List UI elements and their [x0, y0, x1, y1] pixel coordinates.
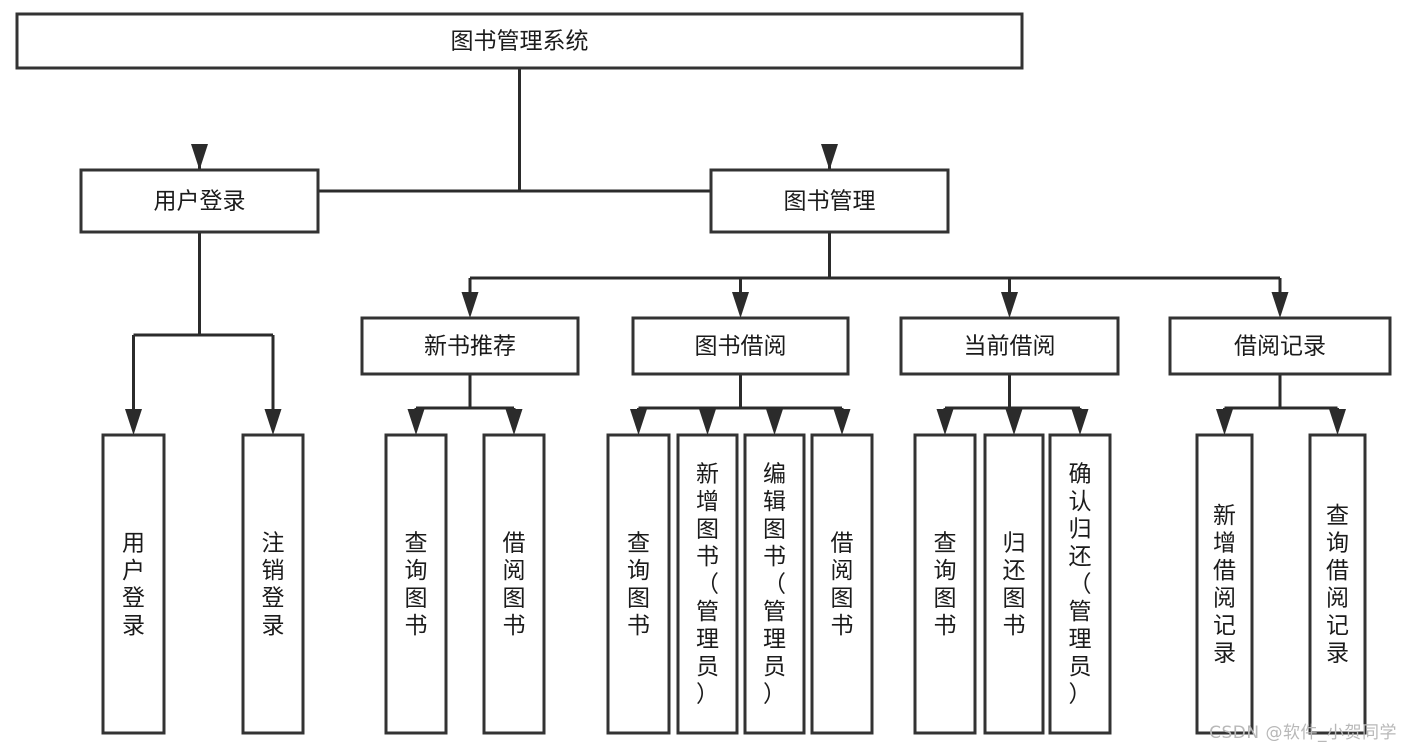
node-box[interactable] [631, 316, 850, 376]
node-label: 图书管理 [784, 189, 876, 215]
node-label: 借阅图书 [831, 530, 854, 639]
node-leaf-current-confirm-return[interactable]: 确认归还（管理员） [1048, 433, 1112, 735]
arrow-head-icon [1271, 292, 1289, 318]
node-label: 确认归还（管理员） [1069, 462, 1092, 708]
node-box[interactable] [1195, 433, 1254, 735]
node-box[interactable] [743, 433, 806, 735]
node-label: 查询图书 [934, 530, 957, 639]
node-borrow-record[interactable]: 借阅记录 [1168, 316, 1392, 376]
arrow-head-icon [699, 409, 716, 435]
node-leaf-borrow-query-book[interactable]: 查询图书 [606, 433, 671, 735]
node-leaf-borrow-borrow-book[interactable]: 借阅图书 [810, 433, 874, 735]
node-book-borrow[interactable]: 图书借阅 [631, 316, 850, 376]
arrow-head-icon [407, 409, 425, 435]
node-label: 注销登录 [262, 530, 285, 639]
node-box[interactable] [15, 12, 1024, 70]
node-label: 查询图书 [627, 530, 650, 639]
node-new-book-recommend[interactable]: 新书推荐 [360, 316, 580, 376]
arrow-head-icon [766, 409, 783, 435]
node-label: 用户登录 [122, 530, 145, 639]
node-leaf-recommend-borrow-book[interactable]: 借阅图书 [482, 433, 546, 735]
node-user-login[interactable]: 用户登录 [79, 168, 320, 234]
node-leaf-borrow-edit-book[interactable]: 编辑图书（管理员） [743, 433, 806, 735]
arrow-head-icon [936, 409, 954, 435]
node-leaf-user-login[interactable]: 用户登录 [101, 433, 166, 735]
arrow-head-icon [1216, 409, 1233, 435]
node-box[interactable] [1048, 433, 1112, 735]
arrow-head-icon [505, 409, 523, 435]
node-box[interactable] [899, 316, 1120, 376]
node-box[interactable] [913, 433, 977, 735]
node-label: 当前借阅 [964, 334, 1056, 360]
node-leaf-record-query[interactable]: 查询借阅记录 [1308, 433, 1367, 735]
connectors-layer [125, 68, 1346, 435]
node-box[interactable] [360, 316, 580, 376]
node-label: 查询借阅记录 [1326, 503, 1349, 667]
node-label: 新增图书（管理员） [696, 462, 719, 708]
node-leaf-user-logout[interactable]: 注销登录 [241, 433, 305, 735]
node-label: 归还图书 [1003, 530, 1026, 639]
node-box[interactable] [983, 433, 1045, 735]
node-label: 新书推荐 [424, 334, 516, 360]
node-box[interactable] [709, 168, 950, 234]
node-label: 借阅图书 [503, 530, 526, 639]
arrow-head-icon [1001, 292, 1018, 318]
node-label: 借阅记录 [1234, 334, 1326, 360]
node-book-management[interactable]: 图书管理 [709, 168, 950, 234]
arrow-head-icon [191, 144, 208, 170]
nodes-layer: 图书管理系统用户登录图书管理新书推荐图书借阅当前借阅借阅记录用户登录注销登录查询… [15, 12, 1392, 735]
node-box[interactable] [1168, 316, 1392, 376]
node-current-borrow[interactable]: 当前借阅 [899, 316, 1120, 376]
node-box[interactable] [482, 433, 546, 735]
node-label: 图书借阅 [695, 334, 787, 360]
node-leaf-record-add[interactable]: 新增借阅记录 [1195, 433, 1254, 735]
node-root-图书管理系统[interactable]: 图书管理系统 [15, 12, 1024, 70]
arrow-head-icon [461, 292, 479, 318]
node-label: 新增借阅记录 [1213, 503, 1236, 667]
node-box[interactable] [241, 433, 305, 735]
arrow-head-icon [1071, 409, 1089, 435]
node-label: 查询图书 [405, 530, 428, 639]
arrow-head-icon [1005, 409, 1023, 435]
node-box[interactable] [79, 168, 320, 234]
watermark-label: CSDN @软件_小贺同学 [1209, 723, 1397, 743]
node-label: 图书管理系统 [451, 29, 589, 55]
node-box[interactable] [384, 433, 448, 735]
node-label: 用户登录 [154, 189, 246, 215]
node-label: 编辑图书（管理员） [763, 462, 786, 708]
node-box[interactable] [810, 433, 874, 735]
node-box[interactable] [1308, 433, 1367, 735]
node-box[interactable] [101, 433, 166, 735]
node-leaf-borrow-add-book[interactable]: 新增图书（管理员） [676, 433, 739, 735]
node-leaf-current-query-book[interactable]: 查询图书 [913, 433, 977, 735]
node-box[interactable] [676, 433, 739, 735]
node-leaf-current-return-book[interactable]: 归还图书 [983, 433, 1045, 735]
arrow-head-icon [821, 144, 838, 170]
arrow-head-icon [264, 409, 282, 435]
arrow-head-icon [630, 409, 647, 435]
arrow-head-icon [125, 409, 142, 435]
node-leaf-recommend-query-book[interactable]: 查询图书 [384, 433, 448, 735]
arrow-head-icon [1329, 409, 1346, 435]
arrow-head-icon [833, 409, 851, 435]
node-box[interactable] [606, 433, 671, 735]
arrow-head-icon [732, 292, 749, 318]
